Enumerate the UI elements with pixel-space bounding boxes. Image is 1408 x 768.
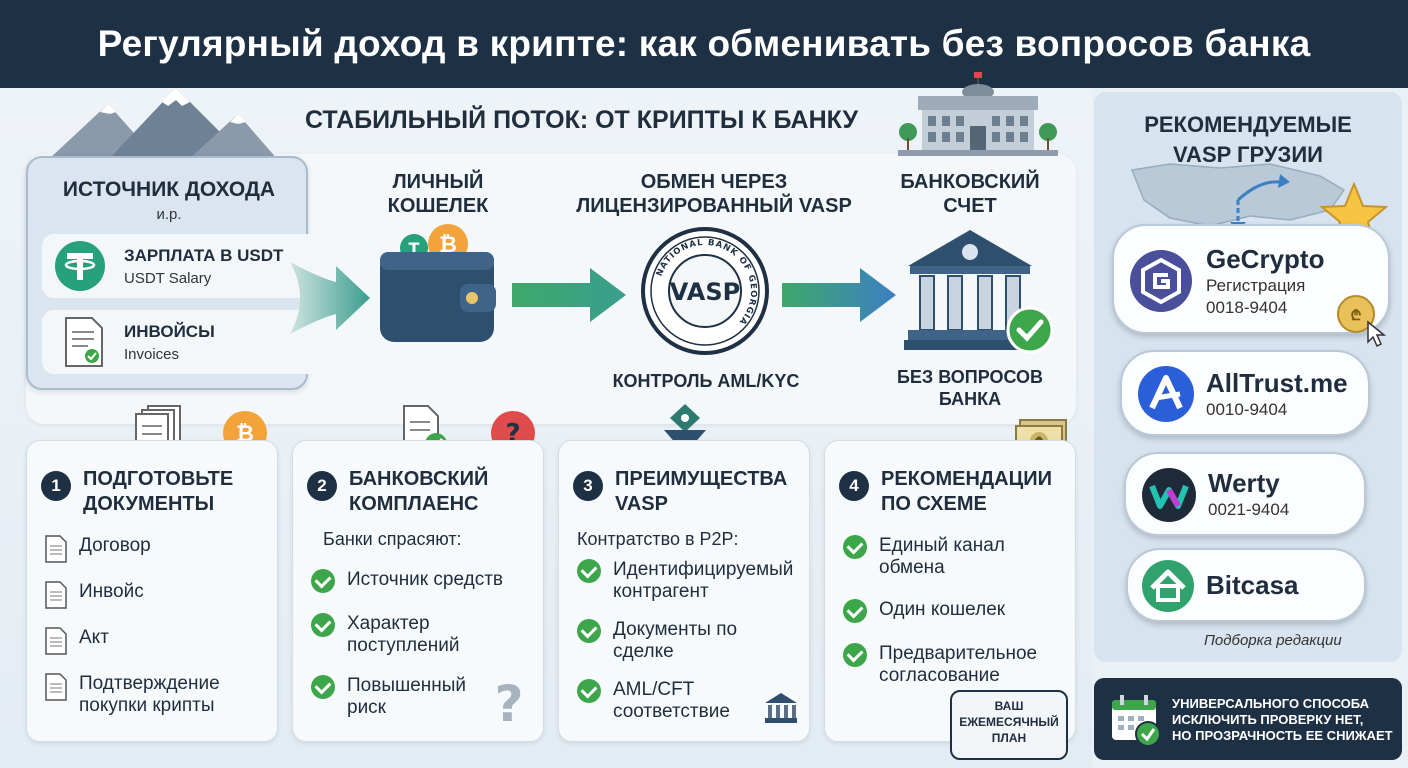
arrow-vasp-to-bank-icon [782, 268, 896, 322]
header-bar: Регулярный доход в крипте: как обмениват… [0, 0, 1408, 88]
vasp-registration-number: 0010-9404 [1206, 400, 1288, 419]
footer-note: УНИВЕРСАЛЬНОГО СПОСОБА ИСКЛЮЧИТЬ ПРОВЕРК… [1094, 678, 1402, 760]
card-number: 2 [307, 471, 337, 501]
mountains-icon [48, 88, 278, 160]
check-icon [843, 535, 867, 559]
vasp-registration-label: Регистрация [1206, 276, 1306, 295]
list-item: Идентифицируемый контрагент [577, 559, 807, 603]
calendar-check-icon [1112, 695, 1161, 747]
card-number: 1 [41, 471, 71, 501]
vasp-card-bitcasa[interactable]: Bitcasa [1126, 548, 1366, 622]
card-number: 3 [573, 471, 603, 501]
card-bank-compliance: 2 БАНКОВСКИЙ КОМПЛАЕНС Банки спрасяют: И… [292, 440, 544, 742]
exchange-title: ОБМЕН ЧЕРЕЗ ЛИЦЕНЗИРОВАННЫЙ VASP [576, 171, 852, 217]
card-title: БАНКОВСКИЙ КОМПЛАЕНС [349, 468, 489, 515]
svg-text:₿: ₿ [439, 233, 457, 258]
check-icon [577, 619, 601, 643]
page-title: Регулярный доход в крипте: как обмениват… [97, 23, 1311, 64]
list-item: Подтверждение покупки крипты [45, 673, 275, 717]
document-icon [45, 627, 67, 655]
alltrust-logo-icon [1138, 366, 1194, 422]
document-icon [45, 673, 67, 701]
document-icon [45, 535, 67, 563]
question-mark-icon: ? [494, 675, 523, 729]
bank-account-icon [904, 230, 1054, 354]
sidebar-title: РЕКОМЕНДУЕМЫЕ VASP ГРУЗИИ [1144, 112, 1352, 167]
list-item: Источник средств [311, 569, 503, 593]
list-item: Единый канал обмена [843, 535, 1033, 579]
list-item: Повышенный риск [311, 675, 471, 719]
tether-icon [55, 241, 105, 291]
check-icon [843, 599, 867, 623]
monthly-plan-bubble: ВАШ ЕЖЕМЕСЯЧНЫЙ ПЛАН [950, 690, 1068, 760]
vasp-registration-number: 0021-9404 [1208, 500, 1290, 519]
bank-building-icon [898, 72, 1058, 156]
vasp-name: AllTrust.me [1206, 368, 1348, 398]
vasp-registration-number: 0018-9404 [1206, 298, 1288, 317]
bitcasa-logo-icon [1142, 560, 1194, 612]
income-source-title: ИСТОЧНИК ДОХОДА [62, 178, 276, 201]
vasp-name: Bitcasa [1206, 570, 1299, 600]
source-item-usdt: ЗАРПЛАТА В USDT USDT Salary [42, 234, 322, 298]
flow-heading: СТАБИЛЬНЫЙ ПОТОК: ОТ КРИПТЫ К БАНКУ [305, 106, 859, 134]
card-prepare-documents: 1 ПОДГОТОВЬТЕ ДОКУМЕНТЫ Договор Инвойс А… [26, 440, 278, 742]
wallet-icon: T ₿ [380, 224, 496, 342]
income-source-subtitle: и.р. [156, 206, 182, 223]
coin-click-icon: ₾ [1337, 295, 1387, 348]
list-item: Инвойс [45, 581, 144, 609]
svg-text:?: ? [494, 675, 523, 729]
card-title: ПРЕИМУЩЕСТВА VASP [615, 468, 788, 515]
georgia-map-icon [1130, 163, 1346, 232]
source-invoices-sub: Invoices [124, 346, 180, 363]
card-scheme-recommendations: 4 РЕКОМЕНДАЦИИ ПО СХЕМЕ Единый канал обм… [824, 440, 1076, 742]
source-usdt-sub: USDT Salary [124, 270, 212, 287]
check-icon [311, 613, 335, 637]
bank-caption: БЕЗ ВОПРОСОВ БАНКА [896, 367, 1044, 409]
check-icon [311, 569, 335, 593]
gecrypto-logo-icon [1130, 250, 1192, 312]
vasp-seal-icon: NATIONAL BANK OF GEORGIA VASP [641, 227, 769, 355]
card-title: РЕКОМЕНДАЦИИ ПО СХЕМЕ [881, 468, 1052, 515]
list-item: AML/CFT соответствие [577, 679, 757, 723]
svg-text:₾: ₾ [1351, 308, 1362, 324]
check-icon [577, 679, 601, 703]
list-item: Договор [45, 535, 151, 563]
source-invoices-label: ИНВОЙСЫ [124, 322, 215, 341]
vasp-name: Werty [1208, 468, 1280, 498]
invoice-document-icon [65, 317, 103, 367]
vasp-card-alltrust[interactable]: AllTrust.me 0010-9404 [1120, 350, 1370, 436]
check-icon [577, 559, 601, 583]
vasp-name: GeCrypto [1206, 244, 1325, 274]
card-vasp-advantages: 3 ПРЕИМУЩЕСТВА VASP Контратство в P2P: И… [558, 440, 810, 742]
income-source-box: ИСТОЧНИК ДОХОДА и.р. ЗАРПЛАТА В USDT USD… [26, 156, 322, 390]
bank-small-icon [765, 693, 797, 723]
list-item: Акт [45, 627, 109, 655]
arrow-wallet-to-vasp-icon [512, 268, 626, 322]
footer-text: УНИВЕРСАЛЬНОГО СПОСОБА ИСКЛЮЧИТЬ ПРОВЕРК… [1172, 696, 1393, 743]
card-title: ПОДГОТОВЬТЕ ДОКУМЕНТЫ [83, 468, 234, 515]
card-lead: Банки спрасяют: [323, 529, 462, 549]
list-item: Характер поступлений [311, 613, 491, 657]
list-item: Документы по сделке [577, 619, 757, 663]
source-item-invoices: ИНВОЙСЫ Invoices [42, 310, 322, 374]
werty-logo-icon [1142, 468, 1196, 522]
card-lead: Контратство в P2P: [577, 529, 739, 549]
check-icon [843, 643, 867, 667]
list-item: Один кошелек [843, 599, 1005, 623]
vasp-seal-text: VASP [670, 278, 740, 306]
svg-text:T: T [409, 239, 420, 258]
bank-account-title: БАНКОВСКИЙ СЧЕТ [900, 171, 1040, 217]
source-usdt-label: ЗАРПЛАТА В USDT [124, 246, 284, 265]
check-icon [311, 675, 335, 699]
exchange-caption: КОНТРОЛЬ AML/KYC [612, 371, 800, 391]
list-item: Предварительное согласование [843, 643, 1053, 687]
wallet-title: ЛИЧНЫЙ КОШЕЛЕК [387, 171, 489, 217]
vasp-card-werty[interactable]: Werty 0021-9404 [1124, 452, 1366, 536]
document-icon [45, 581, 67, 609]
arrow-source-to-wallet-icon [290, 262, 370, 334]
editors-choice-note: Подборка редакции [1204, 632, 1342, 649]
card-number: 4 [839, 471, 869, 501]
